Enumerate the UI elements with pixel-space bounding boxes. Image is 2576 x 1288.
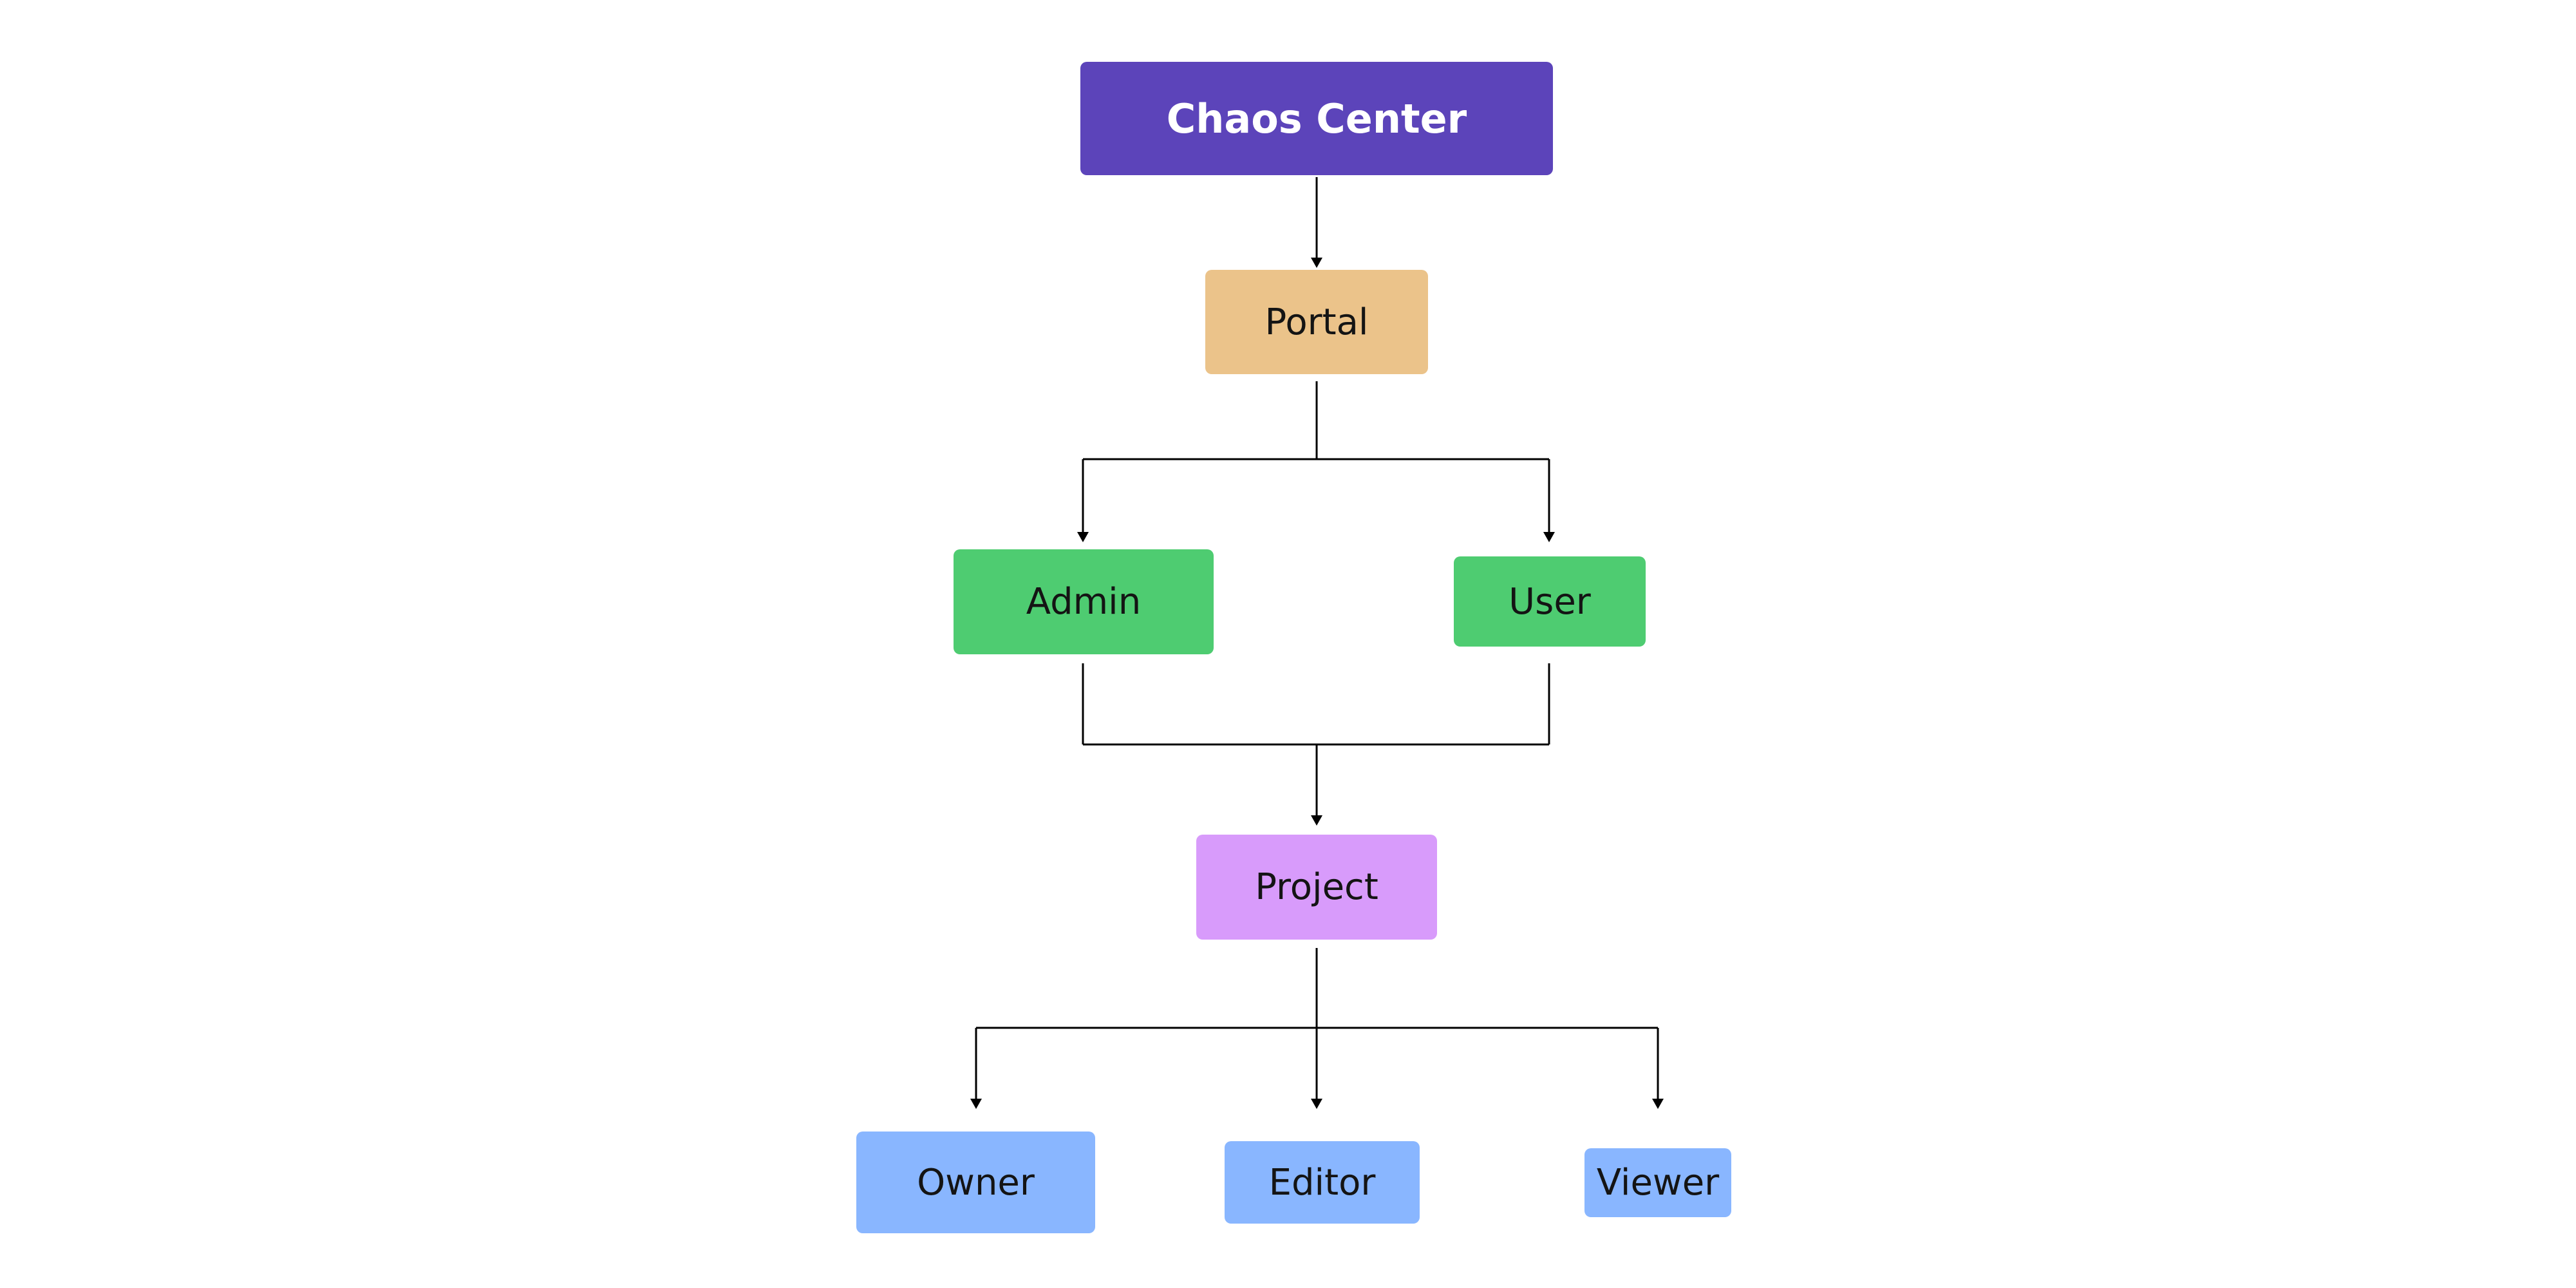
node-viewer: Viewer (1584, 1148, 1731, 1217)
node-editor: Editor (1225, 1141, 1420, 1224)
node-admin-label: Admin (1026, 581, 1142, 623)
arrowhead-user (1543, 532, 1555, 542)
node-editor-label: Editor (1268, 1161, 1376, 1204)
node-admin: Admin (954, 549, 1214, 654)
node-project-label: Project (1255, 866, 1378, 908)
node-viewer-label: Viewer (1596, 1162, 1720, 1204)
node-chaos-center-label: Chaos Center (1166, 95, 1467, 142)
node-project: Project (1196, 835, 1437, 940)
arrowhead-admin (1077, 532, 1089, 542)
arrowhead-project (1311, 815, 1322, 826)
node-owner: Owner (856, 1132, 1095, 1233)
arrowhead-editor (1311, 1099, 1322, 1109)
arrowhead-viewer (1652, 1099, 1664, 1109)
node-portal-label: Portal (1264, 301, 1369, 343)
node-portal: Portal (1205, 270, 1428, 374)
node-user-label: User (1509, 580, 1591, 623)
arrowhead-owner (970, 1099, 982, 1109)
node-user: User (1454, 556, 1646, 647)
node-owner-label: Owner (917, 1161, 1035, 1204)
arrowhead-portal (1311, 258, 1322, 268)
node-chaos-center: Chaos Center (1080, 62, 1553, 175)
